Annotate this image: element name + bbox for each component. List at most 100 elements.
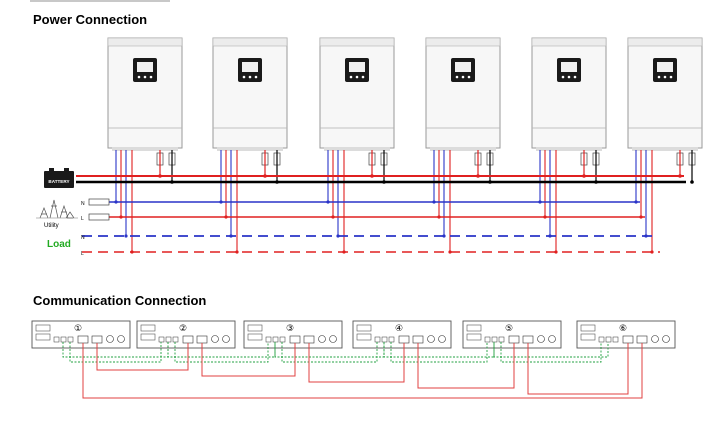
utility-label: Utility	[44, 223, 59, 229]
communication-group: ① ② ③ ④ ⑤ ⑥	[31, 320, 676, 399]
comm-unit-slot	[140, 324, 156, 332]
inverter-body	[531, 37, 607, 149]
current-share-cable	[417, 343, 515, 389]
comm-unit-knob	[548, 335, 556, 343]
parallel-port	[381, 336, 388, 343]
comm-unit-knob	[106, 335, 114, 343]
parallel-cable	[493, 342, 609, 358]
parallel-port	[60, 336, 67, 343]
comm-unit-knob	[117, 335, 125, 343]
comm-unit-number: ③	[286, 324, 294, 334]
parallel-port	[598, 336, 605, 343]
inverter-1	[107, 37, 183, 254]
top-divider	[30, 0, 170, 2]
battery-label: BATTERY	[48, 179, 69, 184]
current-share-port	[77, 335, 89, 344]
inverter-top-panel	[319, 37, 395, 47]
comm-unit-slot	[580, 333, 596, 341]
inverter-button-dot	[455, 75, 459, 79]
inverter-screen	[137, 62, 153, 72]
parallel-cable	[500, 342, 602, 363]
inverter-button-dot	[561, 75, 565, 79]
comm-unit-3: ③	[243, 320, 343, 349]
inverter-button-dot	[248, 75, 252, 79]
comm-unit-4: ④	[352, 320, 452, 349]
parallel-cable	[390, 342, 488, 363]
inverter-button-dot	[657, 75, 661, 79]
comm-unit-knob	[537, 335, 545, 343]
inverter-button-dot	[663, 75, 667, 79]
inverter-body	[425, 37, 501, 149]
inverter-terminal-strip	[430, 147, 496, 151]
junction-dot	[690, 180, 694, 184]
utility-l-breaker	[88, 213, 110, 221]
inverter-button-dot	[355, 75, 359, 79]
utility-n-breaker	[88, 198, 110, 206]
inverter-5	[531, 37, 607, 254]
parallel-port	[491, 336, 498, 343]
parallel-port	[498, 336, 505, 343]
current-share-port	[91, 335, 103, 344]
comm-unit-knob	[318, 335, 326, 343]
parallel-port	[388, 336, 395, 343]
current-share-port	[398, 335, 410, 344]
load-n-label: N	[81, 235, 85, 241]
inverter-6	[627, 37, 703, 254]
comm-unit-slot	[247, 324, 263, 332]
inverter-body	[107, 37, 183, 149]
comm-unit-slot	[466, 324, 482, 332]
parallel-port	[165, 336, 172, 343]
inverter-button-dot	[467, 75, 471, 79]
comm-unit-number: ①	[74, 324, 82, 334]
comm-unit-number: ⑥	[619, 324, 627, 334]
inverter-screen	[657, 62, 673, 72]
inverter-button-dot	[573, 75, 577, 79]
tower-frame	[59, 204, 69, 219]
inverter-3	[319, 37, 395, 254]
current-share-port	[636, 335, 648, 344]
power-bus	[76, 175, 686, 253]
inverter-button-dot	[143, 75, 147, 79]
comm-unit-6: ⑥	[576, 320, 676, 349]
comm-unit-slot	[580, 324, 596, 332]
tower-frame	[49, 199, 59, 219]
inverter-top-panel	[107, 37, 183, 47]
inverter-screen	[349, 62, 365, 72]
comm-unit-knob	[427, 335, 435, 343]
comm-unit-slot	[466, 333, 482, 341]
comm-unit-5: ⑤	[462, 320, 562, 349]
comm-unit-slot	[247, 333, 263, 341]
current-share-port	[289, 335, 301, 344]
comm-unit-slot	[356, 324, 372, 332]
battery-terminal	[49, 168, 54, 171]
inverter-body	[627, 37, 703, 149]
inverter-group	[107, 37, 703, 254]
parallel-cable	[174, 342, 269, 363]
inverter-screen	[455, 62, 471, 72]
inverter-button-dot	[567, 75, 571, 79]
current-share-cable	[201, 343, 296, 377]
comm-unit-number: ⑤	[505, 324, 513, 334]
current-share-loop-cable	[82, 343, 643, 399]
current-share-port	[412, 335, 424, 344]
inverter-button-dot	[461, 75, 465, 79]
comm-unit-slot	[35, 333, 51, 341]
comm-unit-2: ②	[136, 320, 236, 349]
current-share-cable	[308, 343, 405, 383]
comm-unit-knob	[662, 335, 670, 343]
tower-frame	[39, 207, 49, 219]
inverter-button-dot	[349, 75, 353, 79]
battery-terminal	[64, 168, 69, 171]
junction-dot	[124, 234, 128, 238]
current-share-port	[508, 335, 520, 344]
utility-n-label: N	[81, 201, 85, 207]
inverter-screen	[242, 62, 258, 72]
load-l-label: L	[81, 251, 84, 257]
inverter-button-dot	[669, 75, 673, 79]
inverter-top-panel	[531, 37, 607, 47]
inverter-terminal-strip	[632, 147, 698, 151]
comm-unit-number: ②	[179, 324, 187, 334]
current-share-port	[622, 335, 634, 344]
comm-unit-knob	[211, 335, 219, 343]
battery-icon	[44, 171, 74, 188]
